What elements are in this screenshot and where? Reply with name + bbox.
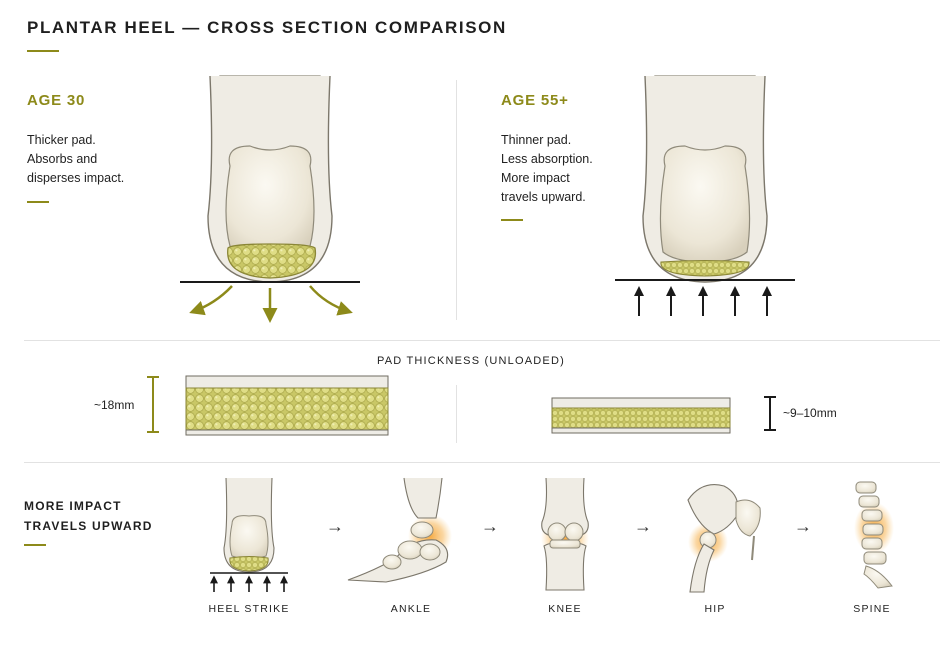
old-fat-pad (660, 259, 750, 277)
chain-arrow-4: → (794, 516, 812, 536)
age-30-line-2: Absorbs and (27, 152, 98, 166)
section-divider-2 (24, 462, 940, 463)
young-calcaneus (225, 145, 315, 259)
age-55-line-4: travels upward. (501, 190, 586, 204)
impact-chain-underline (24, 544, 46, 546)
stage-label-knee: KNEE (548, 603, 582, 615)
hip-icon (687, 484, 761, 593)
stage-label-hip: HIP (704, 603, 726, 615)
old-calcaneus (659, 145, 751, 263)
young-disperse-arrow-right (309, 285, 353, 316)
age-55-underline (501, 219, 523, 221)
age-55-line-3: More impact (501, 171, 570, 185)
age-55-label: AGE 55+ (501, 92, 569, 109)
age-55-description: Thinner pad. Less absorption. More impac… (501, 131, 593, 207)
impact-chain-heading-line-2: TRAVELS UPWARD (24, 519, 153, 533)
title-underline (27, 50, 59, 52)
age-30-line-1: Thicker pad. (27, 133, 96, 147)
young-thickness-bracket (147, 376, 159, 433)
knee-icon (541, 477, 589, 591)
pad-thickness-caption: PAD THICKNESS (UNLOADED) (377, 355, 565, 367)
thickness-divider (456, 385, 457, 443)
age-30-description: Thicker pad. Absorbs and disperses impac… (27, 131, 124, 188)
chain-arrow-2: → (481, 516, 499, 536)
section-divider-1 (24, 340, 940, 341)
page-title: PLANTAR HEEL — CROSS SECTION COMPARISON (27, 18, 507, 37)
ankle-icon (347, 477, 452, 583)
stage-label-ankle: ANKLE (390, 603, 432, 615)
stage-label-spine: SPINE (853, 603, 891, 615)
age-30-label: AGE 30 (27, 92, 86, 109)
stage-label-heel-strike: HEEL STRIKE (208, 603, 290, 615)
young-pad-slab (185, 375, 389, 436)
heel-old-illustration (615, 75, 795, 316)
young-fat-pad (227, 243, 317, 279)
age-55-line-2: Less absorption. (501, 152, 593, 166)
chain-arrow-1: → (326, 516, 344, 536)
young-thickness-label: ~18mm (94, 398, 135, 412)
heel-strike-icon (210, 477, 288, 592)
chain-arrow-3: → (634, 516, 652, 536)
spine-icon (854, 481, 894, 589)
top-divider (456, 80, 457, 320)
old-thickness-label: ~9–10mm (783, 406, 837, 420)
old-pad-slab (551, 397, 731, 434)
impact-chain-heading: MORE IMPACT TRAVELS UPWARD (24, 496, 153, 536)
heel-young-illustration (180, 75, 360, 323)
age-30-line-3: disperses impact. (27, 171, 125, 185)
old-thickness-bracket (764, 396, 776, 431)
age-55-line-1: Thinner pad. (501, 133, 572, 147)
age-30-underline (27, 201, 49, 203)
young-disperse-arrow-left (189, 285, 233, 316)
impact-chain-heading-line-1: MORE IMPACT (24, 499, 122, 513)
